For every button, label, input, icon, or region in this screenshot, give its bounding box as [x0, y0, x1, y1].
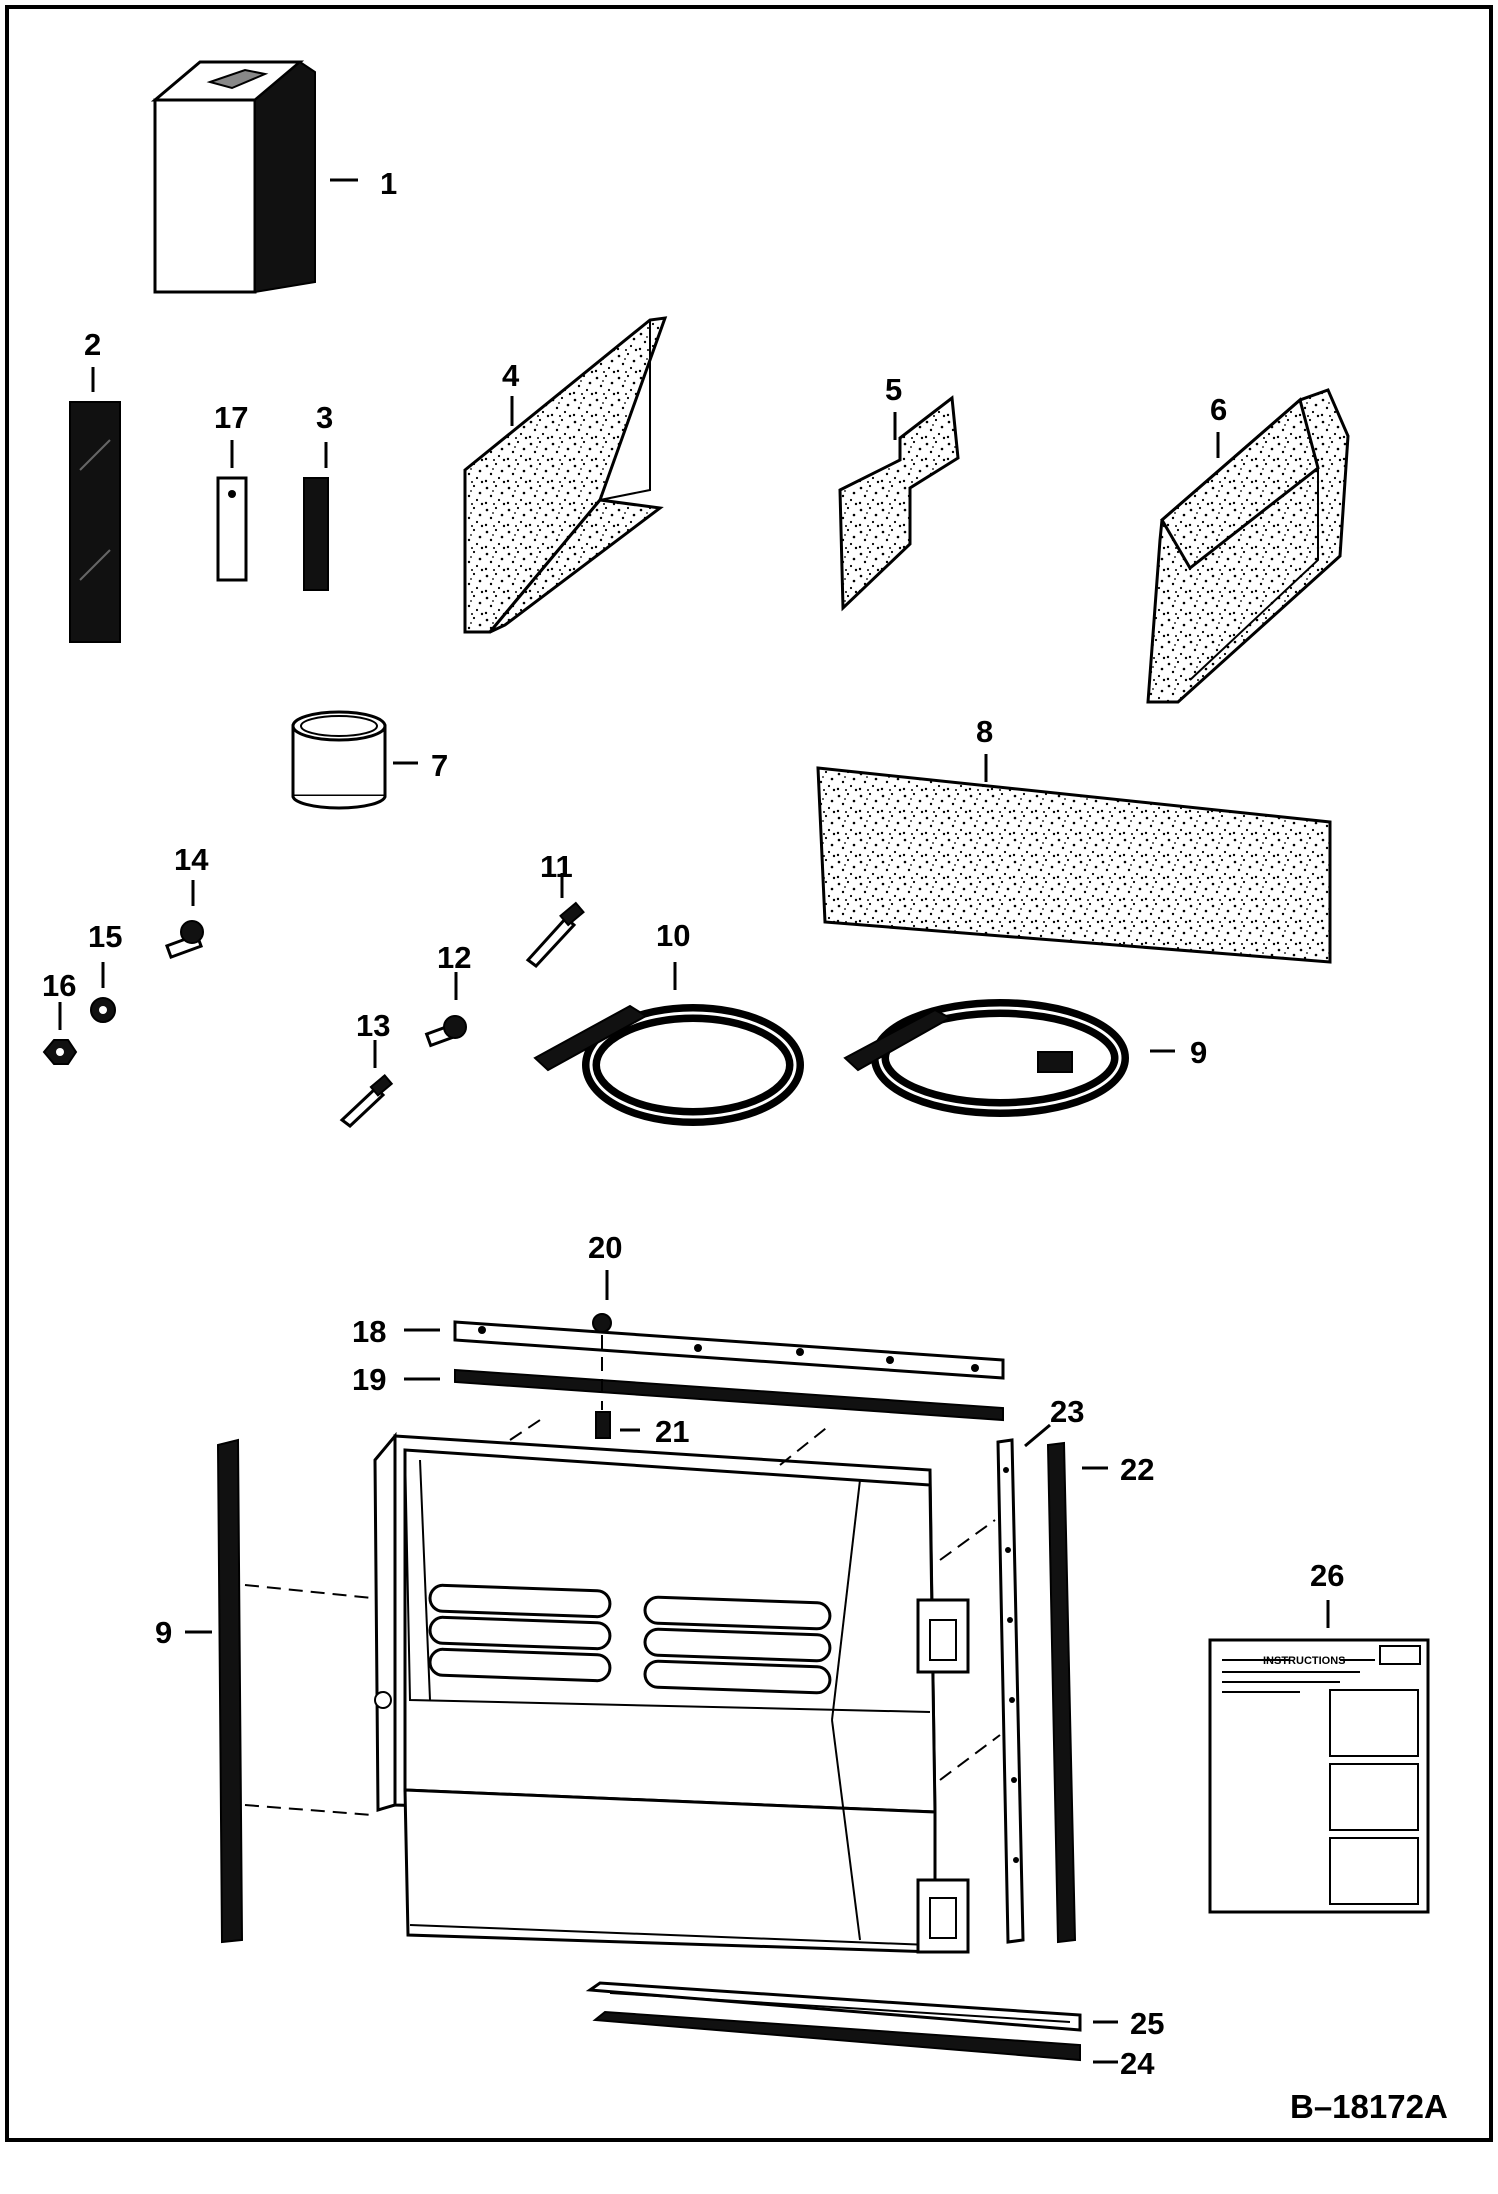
part-5-foam-piece: [838, 395, 960, 612]
part-7-cylinder: [291, 710, 418, 810]
part-12-screw: [424, 972, 467, 1048]
part-9-seal-coil: [843, 999, 1175, 1117]
callout-15: 15: [88, 919, 122, 954]
callout-9-left: 9: [155, 1615, 172, 1650]
callout-25: 25: [1130, 2006, 1164, 2041]
callout-18: 18: [352, 1314, 386, 1349]
part-24-strip: [592, 2010, 1118, 2064]
callout-11: 11: [540, 849, 573, 884]
part-1-unit: [150, 60, 358, 294]
callout-1: 1: [380, 166, 397, 201]
callout-26: 26: [1310, 1558, 1344, 1593]
part-19-strip: [404, 1368, 1004, 1422]
callout-10: 10: [656, 918, 690, 953]
part-17-strip: [216, 440, 248, 582]
part-11-rivet: [525, 873, 585, 969]
callout-19: 19: [352, 1362, 386, 1397]
callout-6: 6: [1210, 392, 1227, 427]
part-23-plate: [939, 1423, 1051, 1944]
callout-7: 7: [431, 748, 448, 783]
part-10-seal-coil: [533, 962, 804, 1126]
part-26-instruction-sheet: INSTRUCTIONS: [1208, 1600, 1430, 1914]
part-3-strip: [303, 442, 329, 591]
callout-16: 16: [42, 968, 76, 1003]
part-18-plate: [404, 1320, 1005, 1380]
part-6-foam-box: [1146, 388, 1350, 704]
part-8-foam-sheet: [816, 754, 1332, 964]
callout-4: 4: [502, 358, 520, 393]
part-14-bolt: [164, 880, 204, 960]
callout-8: 8: [976, 714, 993, 749]
part-4-foam-panel: [463, 316, 668, 634]
callout-14: 14: [174, 842, 209, 877]
part-22-seal: [1046, 1441, 1108, 1944]
instruction-sheet-title: INSTRUCTIONS: [1263, 1655, 1346, 1667]
callout-20: 20: [588, 1230, 622, 1265]
callout-5: 5: [885, 372, 902, 407]
page-border: [5, 5, 1493, 2142]
part-20-fastener: [592, 1270, 612, 1333]
part-2-strip: [69, 367, 121, 643]
callout-22: 22: [1120, 1452, 1154, 1487]
drawing-reference: B–18172A: [1290, 2088, 1448, 2125]
callout-17: 17: [214, 400, 248, 435]
callout-21: 21: [655, 1414, 689, 1449]
callout-9-top: 9: [1190, 1035, 1207, 1070]
callout-13: 13: [356, 1008, 390, 1043]
part-9-seal-strip: [185, 1438, 373, 1944]
callout-12: 12: [437, 940, 471, 975]
housing: [373, 1419, 970, 1954]
callout-23: 23: [1050, 1394, 1084, 1429]
part-25-strip: [585, 1981, 1118, 2032]
part-13-rivet: [339, 1040, 394, 1128]
callout-3: 3: [316, 400, 333, 435]
part-16-nut: [42, 1002, 78, 1065]
part-21-screw: [595, 1335, 640, 1439]
part-15-washer: [90, 962, 116, 1023]
callout-24: 24: [1120, 2046, 1155, 2081]
callout-2: 2: [84, 327, 101, 362]
